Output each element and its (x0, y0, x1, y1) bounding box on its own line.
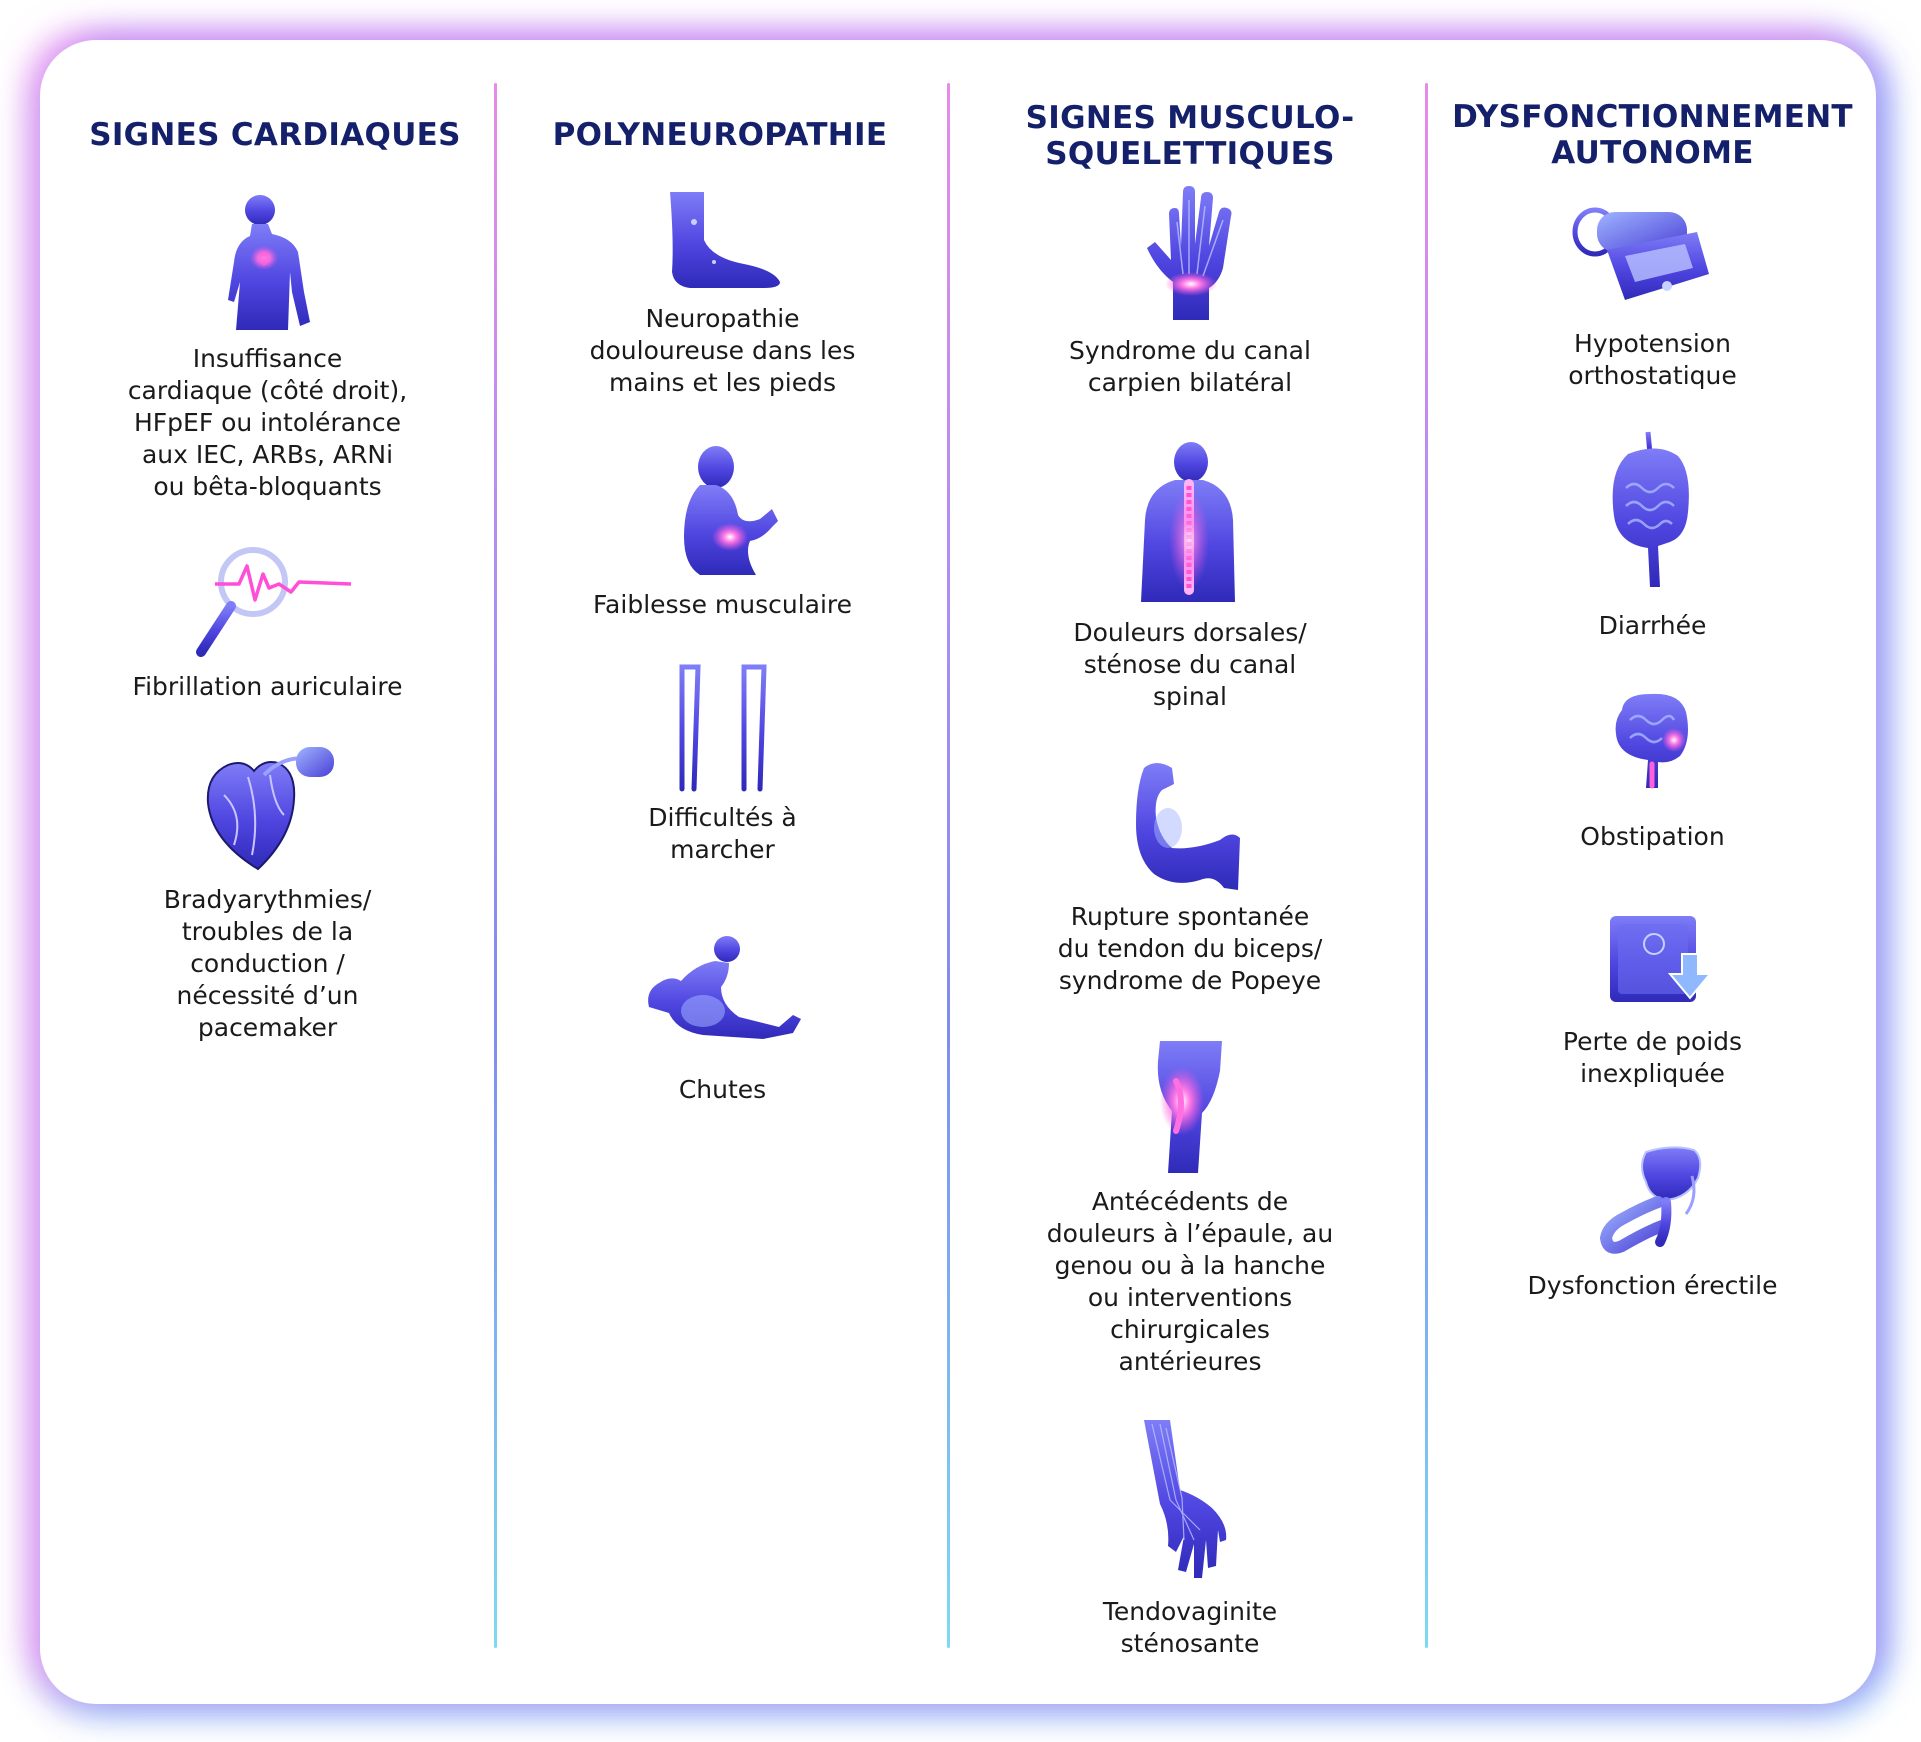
male-reproductive-icon (1599, 1146, 1702, 1254)
blood-pressure-monitor-icon (1572, 207, 1709, 300)
label-falls: Chutes (678, 1075, 767, 1104)
walker-icon (679, 664, 767, 792)
fallen-person-icon (648, 936, 801, 1039)
magnifier-ecg-icon (196, 547, 352, 657)
label-muscle-weakness: Faiblesse musculaire (592, 590, 853, 619)
column-divider (947, 83, 950, 1648)
infographic-card (40, 40, 1876, 1704)
label-trigger-finger: Tendovaginite sténosante (1102, 1597, 1278, 1658)
man-arm-pain-icon (684, 446, 778, 575)
spine-back-icon (1141, 442, 1235, 602)
label-heart-failure: Insuffisance cardiaque (côté droit), HFp… (127, 344, 408, 501)
label-back-pain: Douleurs dorsales/ sténose du canal spin… (1073, 618, 1307, 711)
column-title-autonomic: DYSFONCTIONNEMENT AUTONOME (1452, 99, 1853, 171)
label-erectile-dysfunction: Dysfonction érectile (1527, 1271, 1778, 1300)
heart-pacemaker-icon (206, 747, 334, 871)
knee-joint-icon (1157, 1041, 1222, 1173)
column-title-cardiac: SIGNES CARDIAQUES (89, 117, 461, 153)
label-weight-loss: Perte de poids inexpliquée (1562, 1027, 1743, 1088)
colon-icon (1615, 693, 1688, 789)
hand-wrist-icon (1147, 186, 1232, 320)
label-bradyarrhythmia: Bradyarythmies/ troubles de la conductio… (163, 885, 372, 1042)
label-painful-neuropathy: Neuropathie douloureuse dans les mains e… (589, 304, 856, 397)
heart-silhouette-icon (228, 195, 310, 330)
label-atrial-fibrillation: Fibrillation auriculaire (132, 672, 403, 701)
hand-tendons-icon (1144, 1420, 1227, 1578)
foot-icon (670, 192, 780, 288)
intestines-icon (1612, 431, 1689, 587)
label-constipation: Obstipation (1580, 822, 1725, 851)
biceps-arm-icon (1136, 763, 1240, 890)
label-joint-history: Antécédents de douleurs à l’épaule, au g… (1046, 1187, 1334, 1376)
label-walking-difficulty: Difficultés à marcher (648, 803, 797, 864)
scale-down-arrow-icon (1610, 916, 1713, 1002)
label-diarrhea: Diarrhée (1598, 611, 1707, 640)
label-carpal-tunnel: Syndrome du canal carpien bilatéral (1069, 336, 1311, 397)
column-title-musculoskeletal: SIGNES MUSCULO- SQUELETTIQUES (1025, 100, 1355, 172)
label-biceps-rupture: Rupture spontanée du tendon du biceps/ s… (1057, 902, 1323, 995)
column-divider (1425, 83, 1428, 1648)
label-orthostatic-hypotension: Hypotension orthostatique (1568, 329, 1737, 390)
column-divider (494, 83, 497, 1648)
column-title-polyneuropathy: POLYNEUROPATHIE (552, 117, 888, 153)
